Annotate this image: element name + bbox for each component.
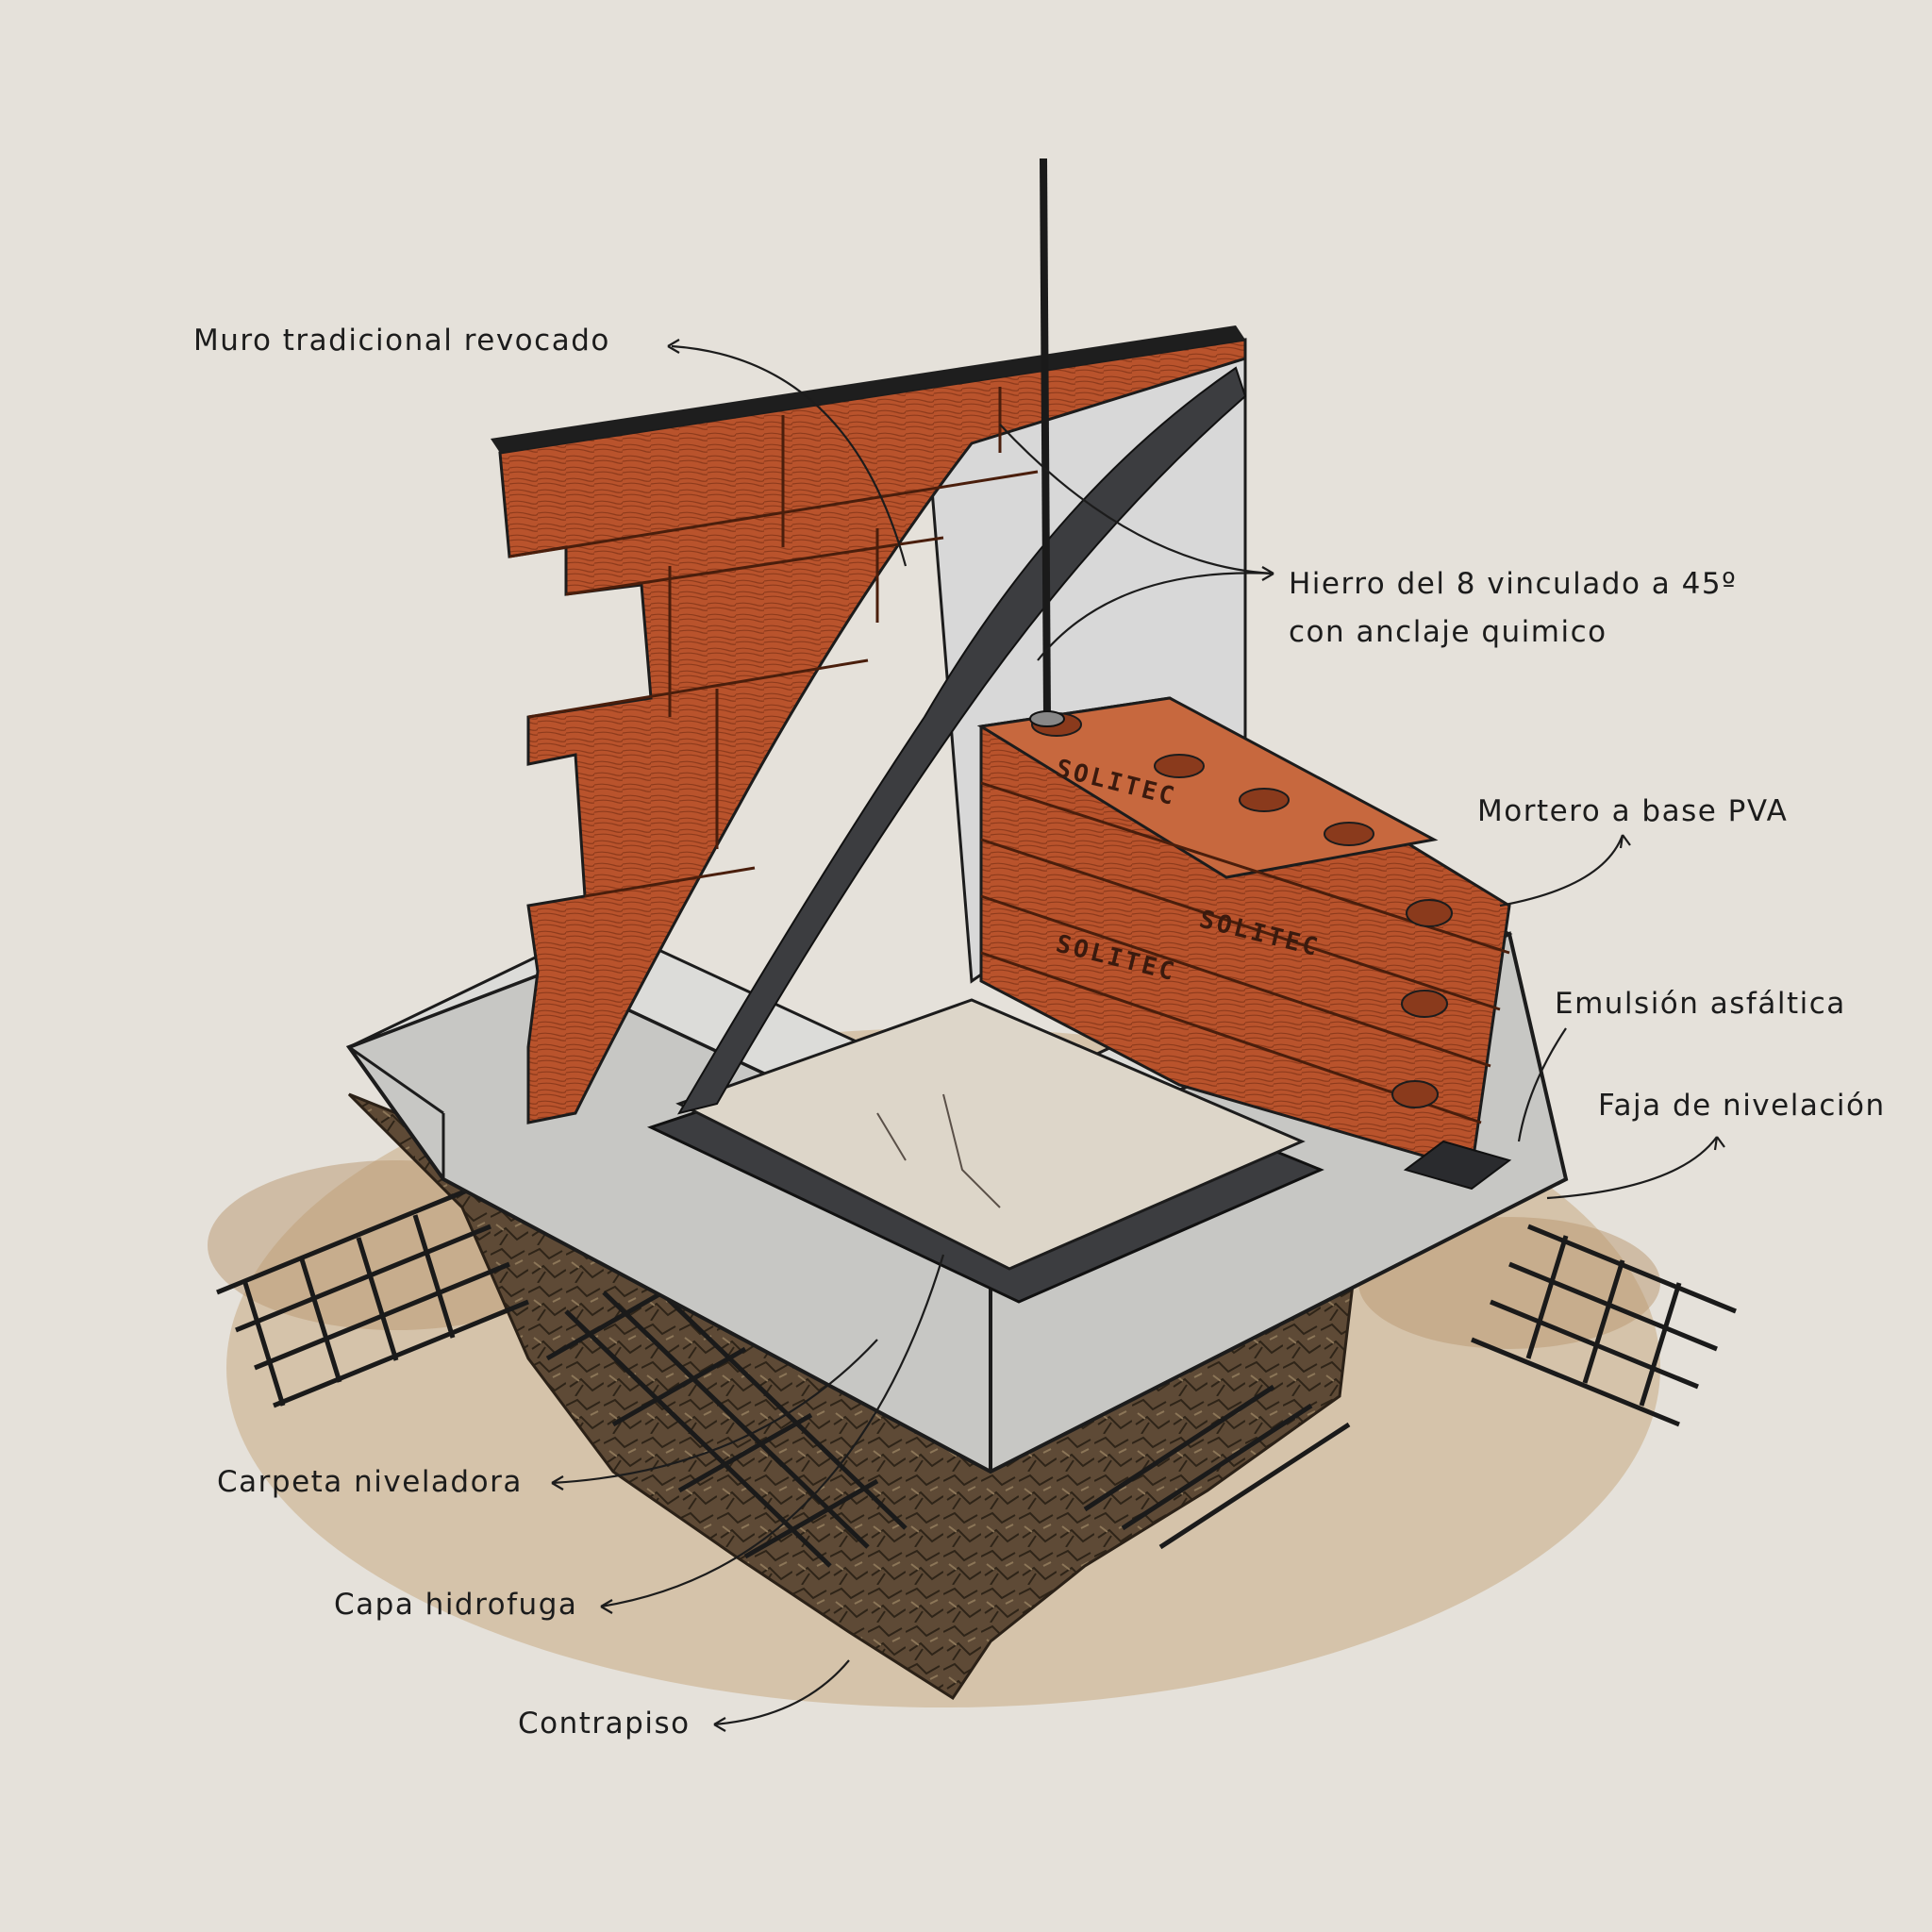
solitec-brick-wall: SOLITEC SOLITEC SOLITEC [976, 696, 1511, 1172]
hollow-brick-wall [491, 325, 1247, 1124]
label-contrapiso: Contrapiso [518, 1707, 691, 1740]
leader-lines [551, 339, 1725, 1732]
rebar-cage-left [216, 1186, 529, 1408]
carpeta-niveladora-slab [675, 998, 1306, 1271]
rebar-cage-front [545, 1272, 1351, 1568]
emulsion-strip [1403, 1140, 1512, 1191]
label-capa: Capa hidrofuga [334, 1588, 578, 1622]
label-mortero: Mortero a base PVA [1477, 794, 1789, 828]
label-emulsion: Emulsión asfáltica [1555, 987, 1846, 1021]
label-hierro-line2: con anclaje quimico [1289, 615, 1607, 649]
rebar-rod [1029, 158, 1065, 727]
rebar-cage-right [1471, 1224, 1737, 1427]
label-hierro: Hierro del 8 vinculado a 45º con anclaje… [1289, 560, 1737, 657]
label-carpeta: Carpeta niveladora [217, 1465, 523, 1499]
label-faja: Faja de nivelación [1598, 1089, 1886, 1123]
label-muro-tradicional: Muro tradicional revocado [193, 324, 610, 358]
label-hierro-line1: Hierro del 8 vinculado a 45º [1289, 567, 1738, 601]
